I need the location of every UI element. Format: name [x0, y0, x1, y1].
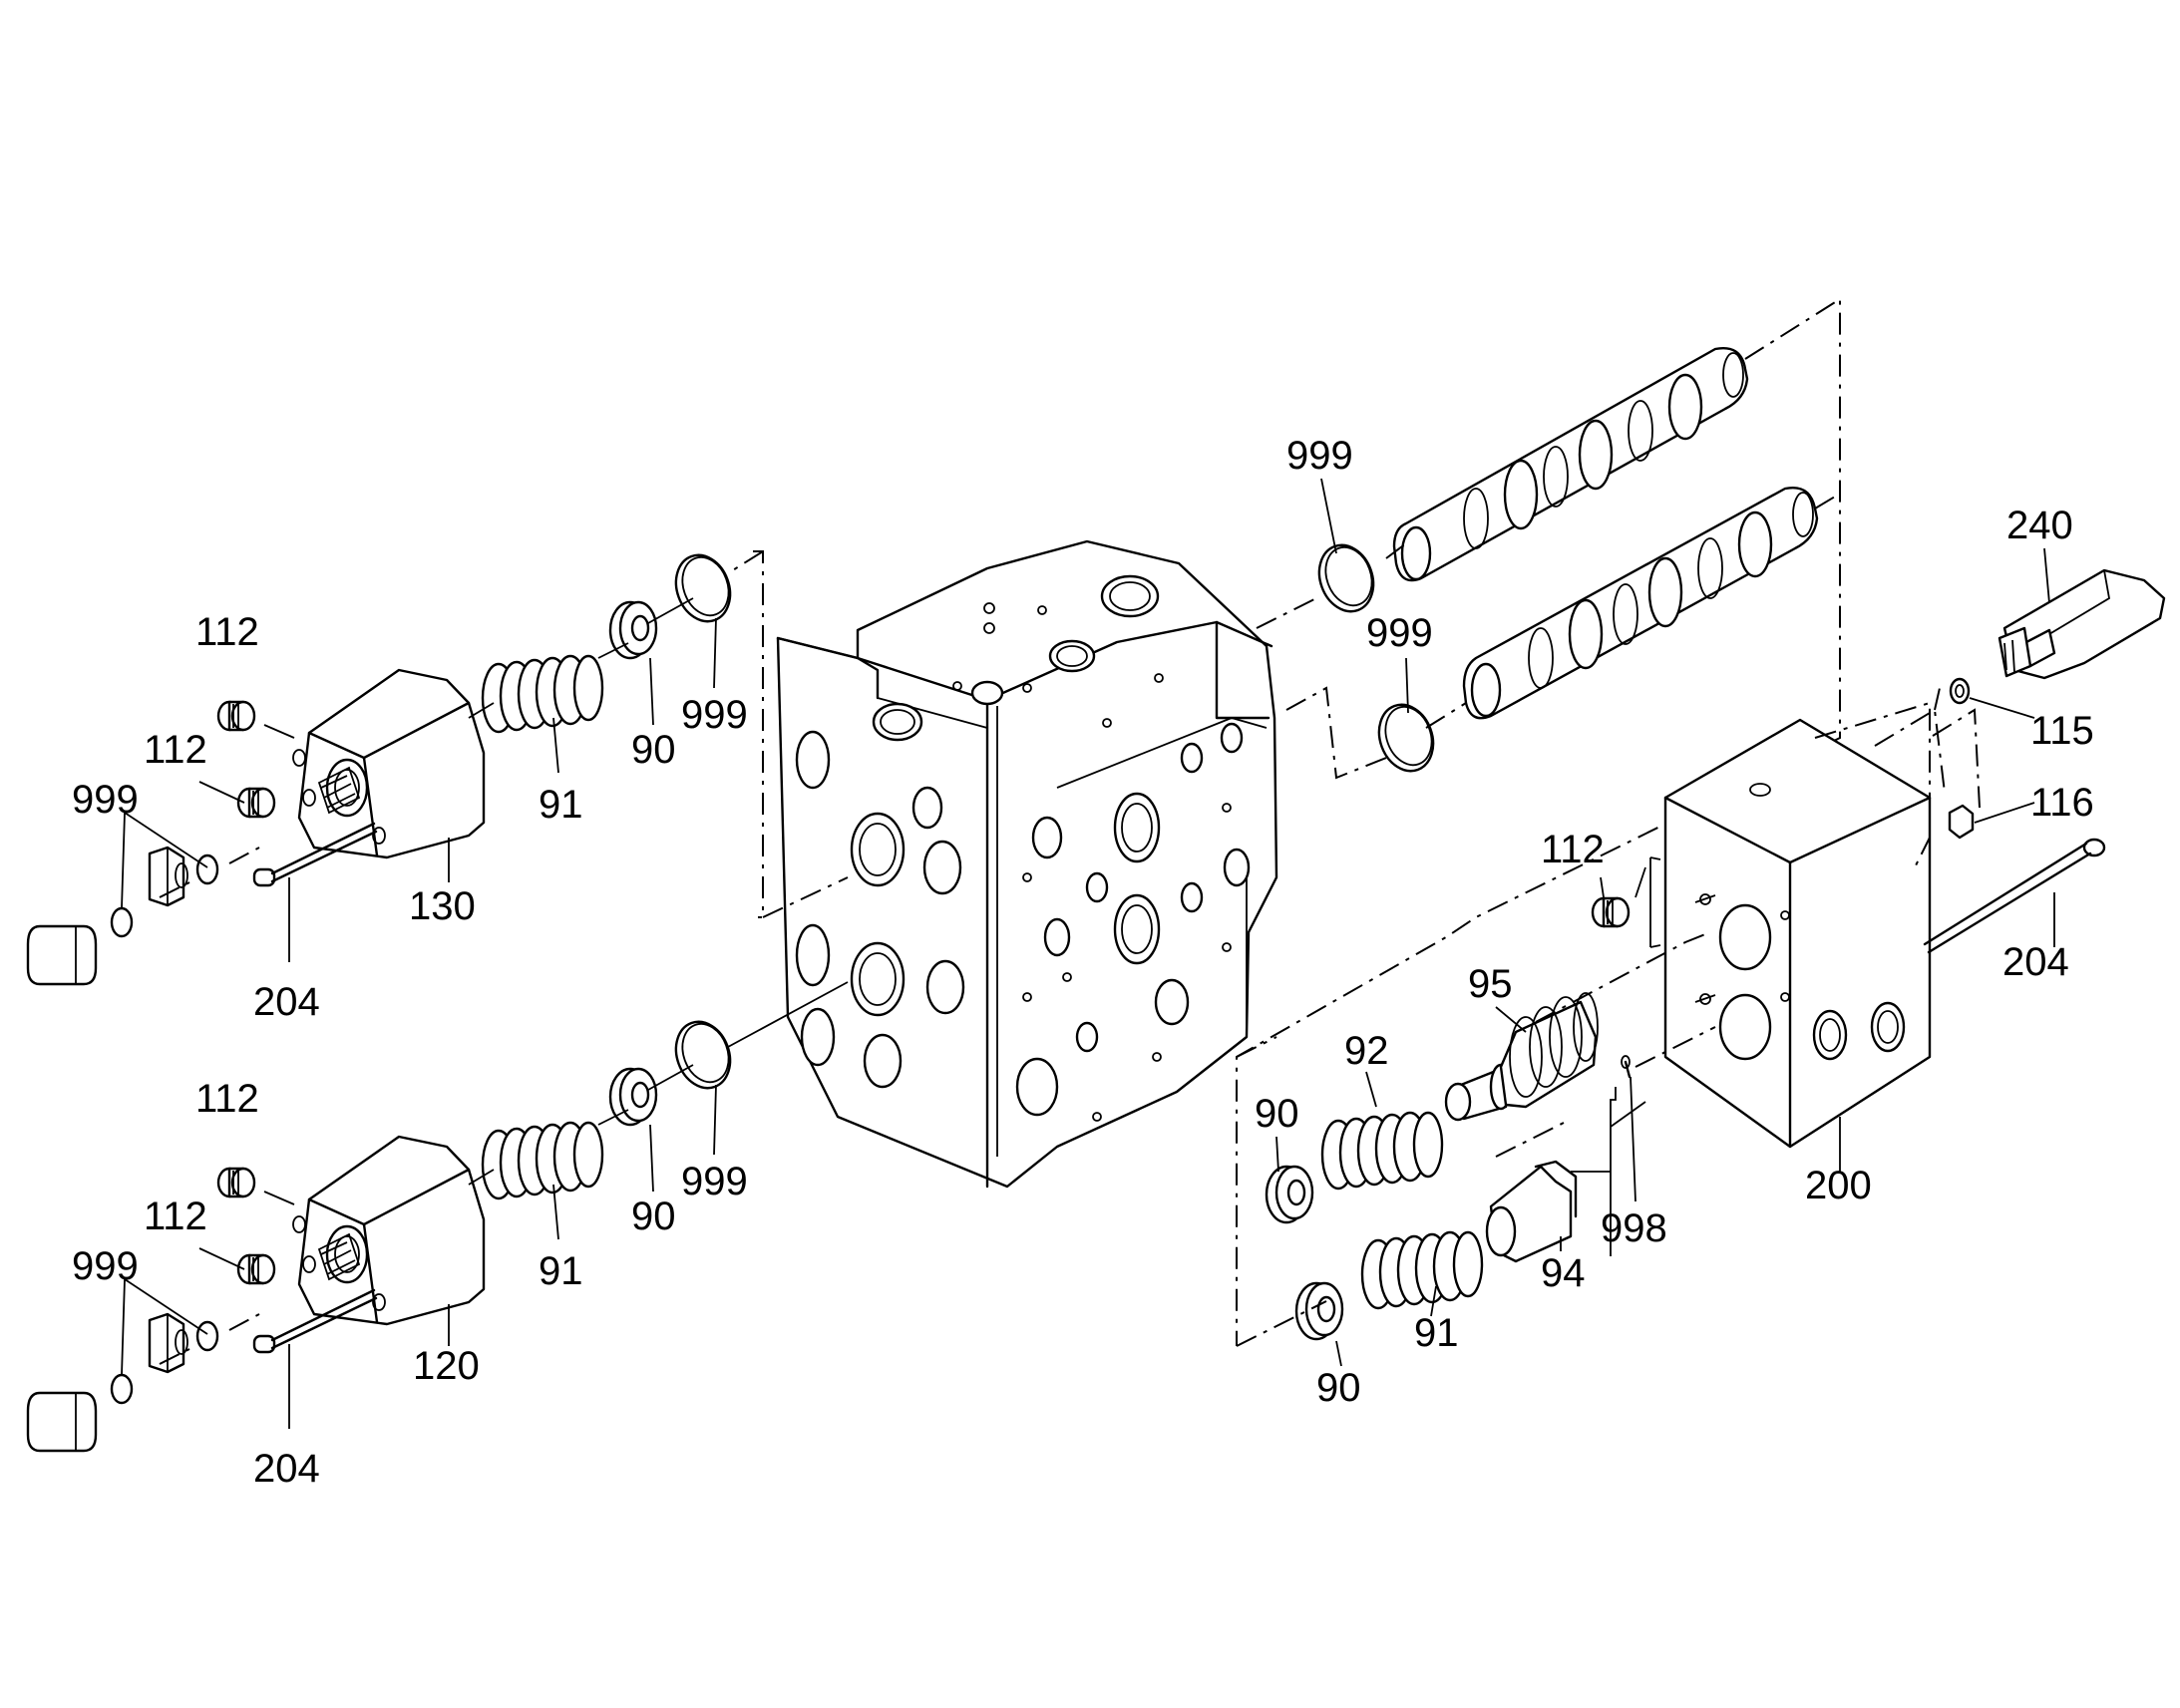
- label-112-d: 112: [144, 1195, 207, 1238]
- cap-b: [26, 1391, 98, 1453]
- label-92: 92: [1344, 1029, 1389, 1073]
- label-112-a: 112: [195, 610, 259, 654]
- label-204-a: 204: [253, 980, 320, 1024]
- label-116: 116: [2030, 781, 2094, 825]
- label-130: 130: [409, 884, 476, 928]
- label-91-a: 91: [539, 783, 583, 827]
- label-90-b: 90: [631, 1195, 676, 1238]
- label-240: 240: [2006, 504, 2073, 547]
- label-90-right-bottom: 90: [1316, 1366, 1361, 1410]
- label-115: 115: [2030, 709, 2094, 753]
- valve-body: [776, 539, 1278, 1189]
- oring-999-d: [665, 1012, 741, 1098]
- label-200: 200: [1805, 1164, 1872, 1207]
- label-94: 94: [1541, 1251, 1586, 1295]
- label-999-mid-right: 999: [1366, 611, 1433, 655]
- end-cap-120: [292, 1135, 486, 1326]
- relief-valve-240: [1998, 568, 2166, 680]
- bolt-204-right: [1923, 838, 2106, 954]
- washer-90-right-top: [1265, 1165, 1314, 1224]
- plug-112-a: [216, 700, 256, 732]
- oring-999-c: [665, 545, 741, 631]
- nut-a: [148, 846, 189, 907]
- spring-91-right: [1360, 1230, 1484, 1310]
- washer-90-right-bottom: [1294, 1281, 1344, 1341]
- end-cap-130: [292, 668, 486, 859]
- label-999-c: 999: [681, 693, 748, 737]
- spring-91-b: [481, 1121, 604, 1200]
- plug-112-c: [216, 1167, 256, 1198]
- label-998: 998: [1601, 1206, 1667, 1250]
- plug-115: [1949, 677, 1971, 705]
- label-999-b: 999: [72, 1244, 139, 1288]
- pin-998: [1621, 1055, 1632, 1079]
- oring-spool-upper: [1308, 535, 1384, 621]
- poppet-94: [1485, 1160, 1578, 1263]
- washer-90-b: [608, 1067, 658, 1127]
- plug-112-right: [1591, 896, 1631, 928]
- label-112-c: 112: [195, 1077, 259, 1121]
- block-200: [1663, 718, 1932, 1149]
- label-91-right: 91: [1414, 1311, 1459, 1355]
- label-999-d: 999: [681, 1160, 748, 1203]
- spool-lower: [1462, 487, 1819, 720]
- spring-92: [1320, 1111, 1444, 1191]
- label-90-a: 90: [631, 728, 676, 772]
- leader-lines: [288, 478, 2055, 1429]
- part-labels: 999 999 240 115 116 112 204 95 92 90 200…: [72, 434, 2094, 1491]
- label-90-right-top: 90: [1255, 1092, 1299, 1136]
- label-120: 120: [413, 1344, 480, 1388]
- spool-upper: [1392, 347, 1749, 582]
- nut-b: [148, 1312, 189, 1374]
- label-204-b: 204: [253, 1447, 320, 1491]
- plug-116: [1948, 804, 1975, 840]
- label-999-top-right: 999: [1286, 434, 1353, 478]
- spring-91-a: [481, 654, 604, 734]
- label-112-right: 112: [1541, 828, 1605, 871]
- label-91-b: 91: [539, 1249, 583, 1293]
- label-999-a: 999: [72, 778, 139, 822]
- label-112-b: 112: [144, 728, 207, 772]
- poppet-95: [1444, 992, 1599, 1122]
- label-95: 95: [1468, 962, 1513, 1006]
- oring-spool-lower: [1368, 695, 1444, 781]
- washer-90-a: [608, 600, 658, 660]
- cap-a: [26, 924, 98, 986]
- label-204-right: 204: [2002, 940, 2069, 984]
